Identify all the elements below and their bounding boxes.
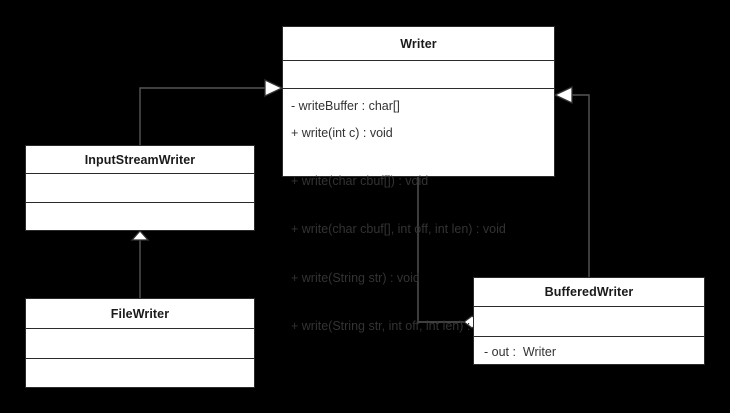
hollow-triangle-arrowhead-icon bbox=[264, 78, 284, 98]
hollow-triangle-arrowhead-icon bbox=[553, 85, 573, 105]
class-box-writer[interactable]: Writer - writeBuffer : char[] + write(in… bbox=[282, 26, 555, 333]
method-row: + write(String str) : void bbox=[291, 270, 420, 285]
class-name-filewriter: FileWriter bbox=[110, 306, 170, 321]
class-name-inputstreamwriter: InputStreamWriter bbox=[84, 152, 196, 167]
class-attributes-filewriter bbox=[26, 328, 254, 357]
class-methods-bufferedwriter bbox=[474, 335, 704, 364]
connector-filewriter-to-inputstreamwriter bbox=[130, 230, 150, 298]
hollow-triangle-arrowhead-icon bbox=[130, 230, 150, 241]
class-attributes-inputstreamwriter bbox=[26, 173, 254, 201]
class-box-inputstreamwriter[interactable]: InputStreamWriter bbox=[25, 145, 255, 231]
class-methods-writer: + write(int c) : void + write(char cbuf[… bbox=[283, 88, 554, 333]
class-attributes-writer: - writeBuffer : char[] bbox=[283, 60, 554, 113]
connector-inputstreamwriter-to-writer bbox=[139, 78, 284, 145]
class-name-writer: Writer bbox=[400, 36, 437, 51]
class-methods-inputstreamwriter bbox=[26, 201, 254, 230]
class-attributes-bufferedwriter: - out : Writer bbox=[474, 305, 704, 359]
class-name-bufferedwriter: BufferedWriter bbox=[544, 284, 634, 299]
method-row: + write(char cbuf[]) : void bbox=[291, 174, 429, 189]
method-row: + write(int c) : void bbox=[291, 126, 393, 140]
class-box-filewriter[interactable]: FileWriter bbox=[25, 298, 255, 388]
class-box-bufferedwriter[interactable]: BufferedWriter - out : Writer bbox=[473, 277, 705, 365]
method-row: + write(char cbuf[], int off, int len) :… bbox=[291, 222, 506, 237]
attribute-row: - writeBuffer : char[] bbox=[291, 99, 400, 113]
class-methods-filewriter bbox=[26, 357, 254, 387]
connector-bufferedwriter-to-writer bbox=[553, 85, 590, 277]
attribute-row: - out : Writer bbox=[484, 344, 557, 359]
